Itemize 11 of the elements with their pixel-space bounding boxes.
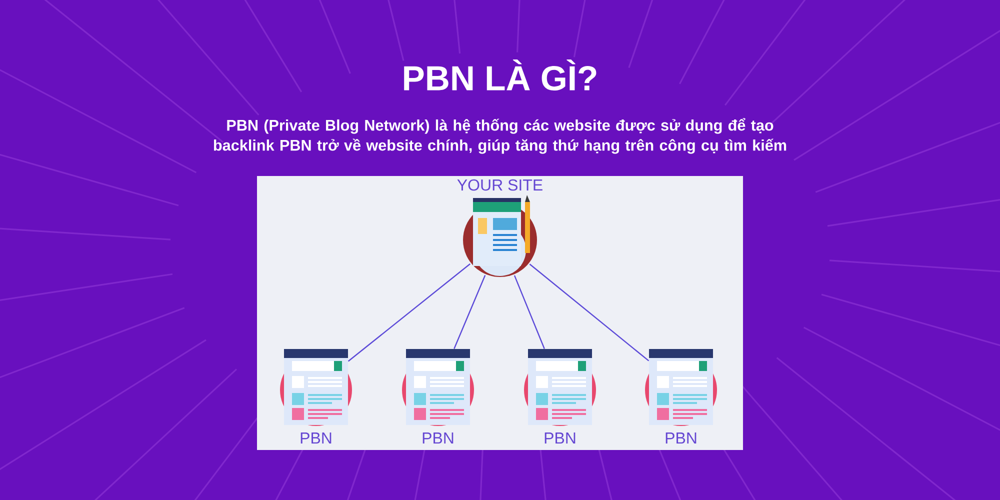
node-label: YOUR SITE: [457, 179, 542, 191]
connector-line: [454, 275, 486, 349]
node-label: PBN: [422, 432, 454, 444]
node-label: PBN: [544, 432, 576, 444]
node-label: PBN: [666, 432, 696, 444]
node-label: PBN: [300, 432, 332, 444]
connector-line: [514, 275, 545, 349]
title: PBN LÀ GÌ?: [404, 59, 596, 91]
connector-line: [529, 264, 650, 362]
subtitle: PBN (Private Blog Network) là hệ thống các website được sử dụng để tạo backlink PBN trở về website chính, giúp tăng thứ hạng trên công cụ tìm kiếm: [214, 118, 786, 154]
connector-line: [348, 263, 470, 362]
